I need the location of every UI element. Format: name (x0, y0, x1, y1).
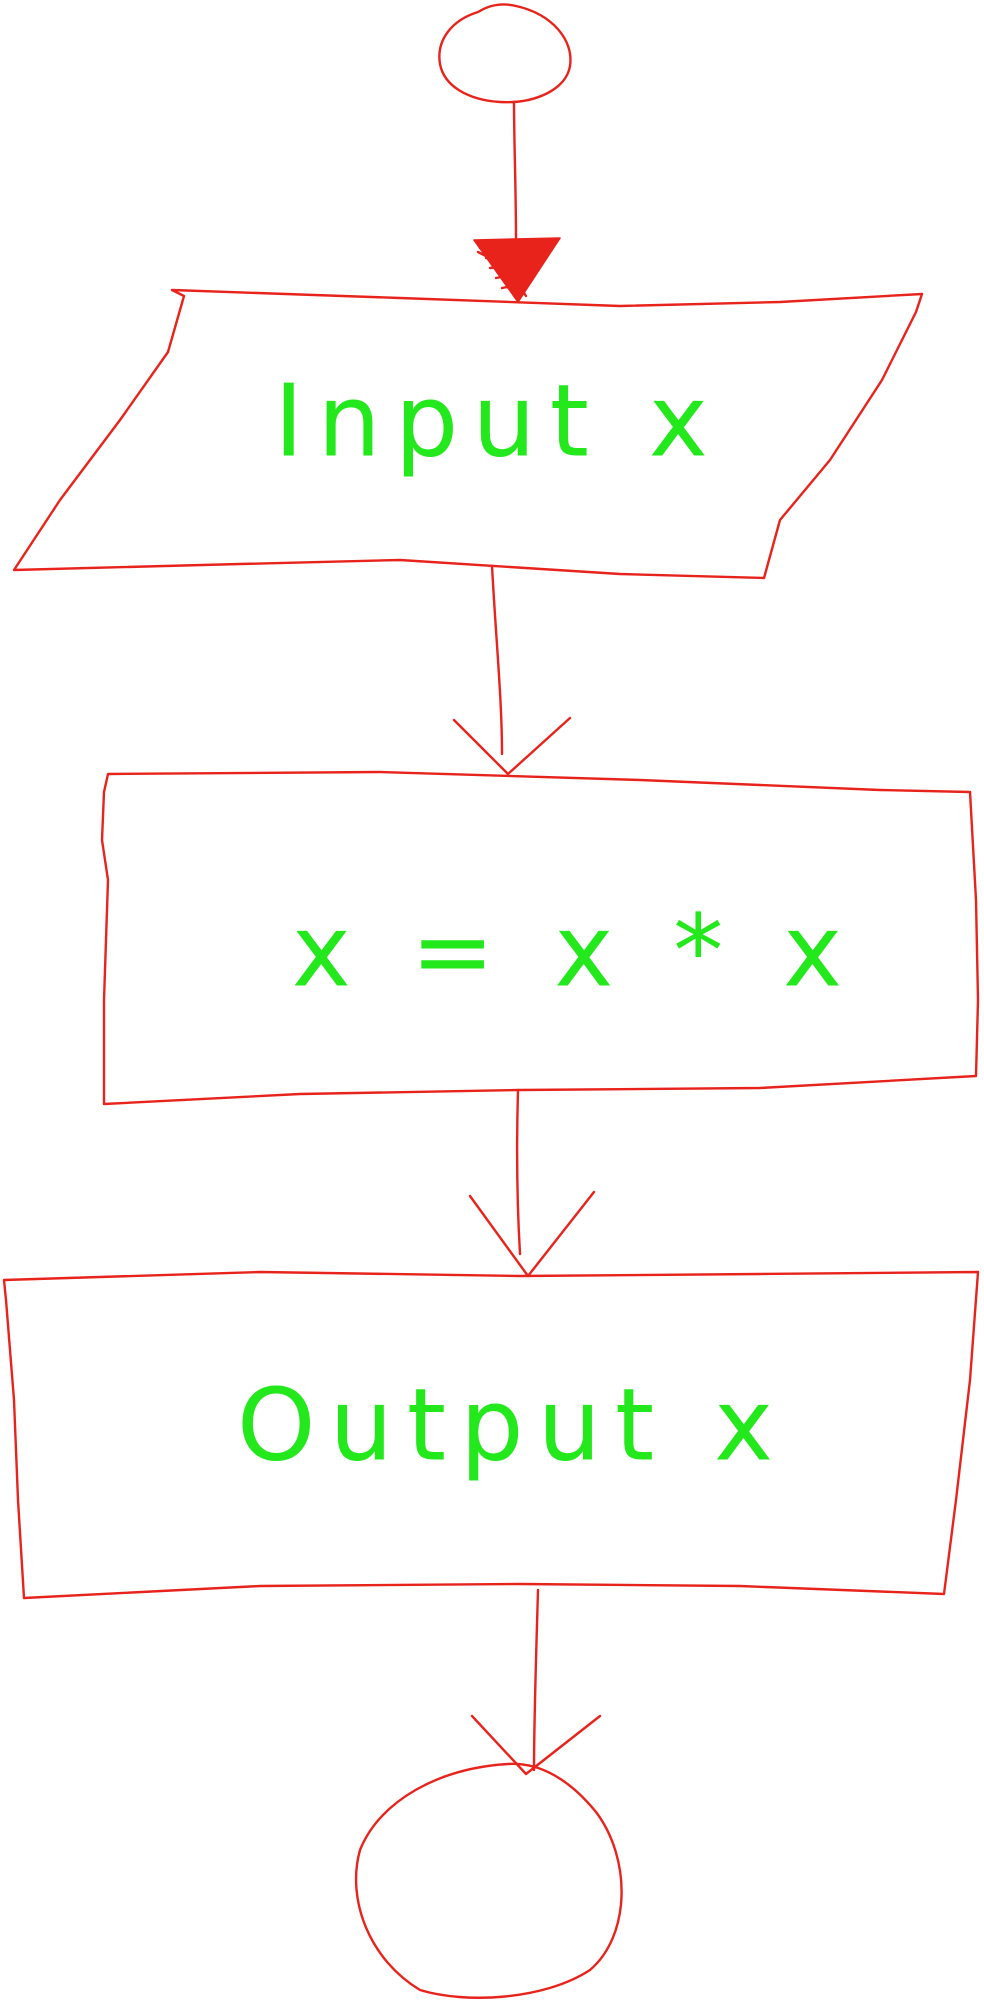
arrowhead-output-to-end (470, 1714, 602, 1776)
output-rectangle (2, 1270, 980, 1600)
arrowhead-process-to-output (468, 1190, 596, 1278)
input-parallelogram (12, 288, 924, 580)
connector-start-to-input (512, 100, 518, 242)
connector-input-to-process (490, 564, 504, 756)
arrowhead-scribble (476, 242, 550, 298)
input-node-label: Input x (274, 362, 722, 479)
connector-output-to-end (532, 1588, 540, 1772)
end-terminal-circle (354, 1762, 623, 1999)
arrowhead-start-to-input (473, 237, 561, 303)
start-terminal-circle (438, 3, 572, 104)
arrowhead-input-to-process (452, 716, 572, 776)
output-node-label: Output x (237, 1366, 787, 1483)
process-rectangle (100, 770, 980, 1106)
process-node-label: x = x * x (292, 892, 856, 1009)
connector-process-to-output (515, 1088, 522, 1256)
